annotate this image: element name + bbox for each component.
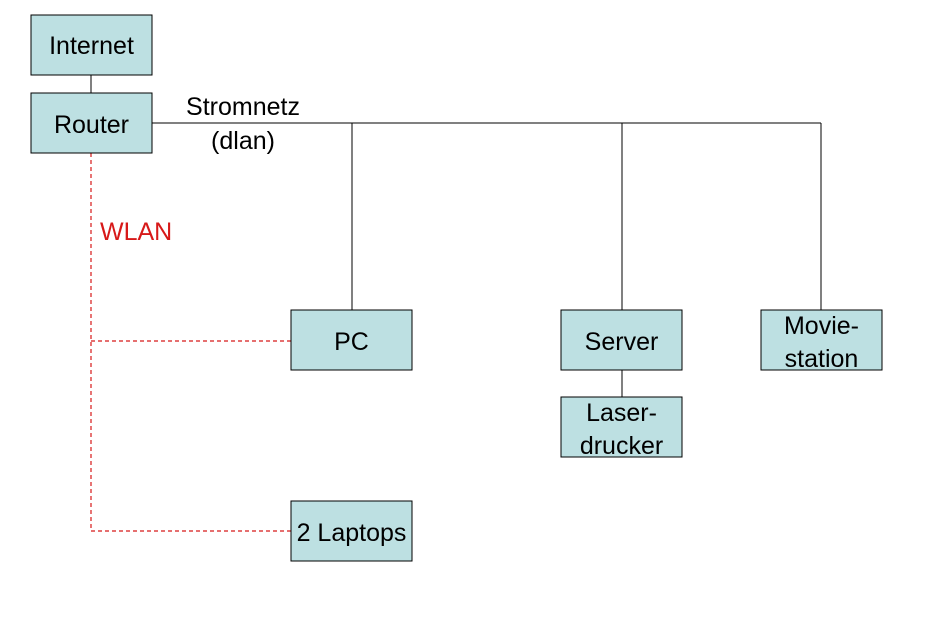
- laptops-label: 2 Laptops: [297, 519, 407, 547]
- stromnetz-label-line1: Stromnetz: [186, 93, 300, 121]
- internet-label: Internet: [49, 32, 134, 60]
- pc-node: PC: [290, 309, 413, 371]
- internet-node: Internet: [30, 14, 153, 76]
- laserdrucker-label-line2: drucker: [580, 432, 663, 460]
- wlan-label: WLAN: [100, 218, 172, 246]
- pc-label: PC: [334, 328, 369, 356]
- moviestation-node: Movie- station: [760, 309, 883, 373]
- moviestation-label-line1: Movie-: [784, 312, 859, 340]
- router-label: Router: [54, 111, 129, 139]
- router-node: Router: [30, 92, 153, 154]
- laserdrucker-label-line1: Laser-: [586, 399, 657, 427]
- moviestation-label-line2: station: [785, 345, 859, 373]
- server-label: Server: [585, 328, 659, 356]
- laserdrucker-node: Laser- drucker: [560, 396, 683, 460]
- server-node: Server: [560, 309, 683, 371]
- laptops-node: 2 Laptops: [290, 500, 413, 562]
- stromnetz-label-line2: (dlan): [211, 127, 275, 155]
